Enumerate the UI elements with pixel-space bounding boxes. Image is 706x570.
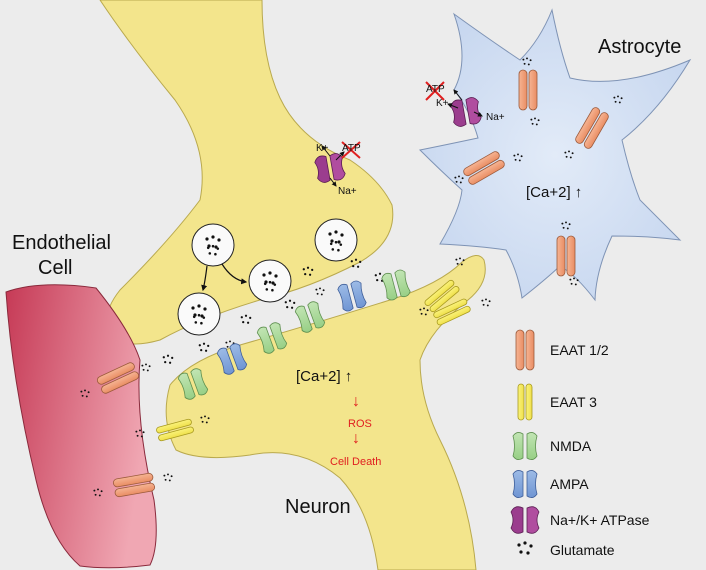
neuron-k-label: K+ <box>316 143 329 154</box>
vesicle-2 <box>314 218 358 262</box>
neuron-calcium-label: [Ca+2] ↑ <box>296 368 353 385</box>
neuron-atp-blocked-icon <box>341 141 361 159</box>
astro-atpase <box>449 96 483 128</box>
vesicle-arrow-2 <box>221 263 248 285</box>
vesicle-4 <box>177 292 221 336</box>
legend-eaat3-label: EAAT 3 <box>550 394 597 410</box>
astrocyte-calcium-label: [Ca+2] ↑ <box>526 184 583 201</box>
legend-atpase-label: Na+/K+ ATPase <box>550 512 650 528</box>
neuron-label: Neuron <box>285 496 351 518</box>
legend-glutamate-icon <box>517 541 533 555</box>
nmda-receptor-1 <box>380 268 412 302</box>
neuron-na-label: Na+ <box>338 186 357 197</box>
legend-ampa-label: AMPA <box>550 476 589 492</box>
legend-atpase-icon <box>510 506 540 534</box>
endothelial-label-line1: Endothelial <box>12 232 111 254</box>
astrocyte-cell <box>418 8 692 302</box>
legend-nmda-icon <box>512 431 538 461</box>
ros-arrow-icon: ↓ <box>352 393 360 410</box>
astro-na-label: Na+ <box>486 112 505 123</box>
neuron-atp-label: ATP <box>342 143 361 154</box>
legend-eaat12-icon <box>515 329 535 371</box>
ros-label: ROS <box>348 418 372 430</box>
legend-eaat12-label: EAAT 1/2 <box>550 342 609 358</box>
legend-nmda-label: NMDA <box>550 438 592 454</box>
legend-glutamate-label: Glutamate <box>550 542 615 558</box>
astro-atp-label: ATP <box>426 84 445 95</box>
vesicle-3 <box>248 259 292 303</box>
endothelial-label-line2: Cell <box>38 257 73 279</box>
legend-eaat3-icon <box>517 383 533 421</box>
vesicle-arrow-1 <box>201 265 208 292</box>
astro-atp-blocked-icon <box>425 81 445 101</box>
cell-death-arrow-icon: ↓ <box>352 430 360 447</box>
vesicle-1 <box>191 223 235 267</box>
astro-k-label: K+ <box>436 98 449 109</box>
legend-ampa-icon <box>512 469 538 499</box>
ampa-receptor-1 <box>336 279 368 313</box>
cell-death-label: Cell Death <box>330 456 382 468</box>
neuron-body <box>165 255 486 570</box>
astrocyte-label: Astrocyte <box>598 36 682 58</box>
